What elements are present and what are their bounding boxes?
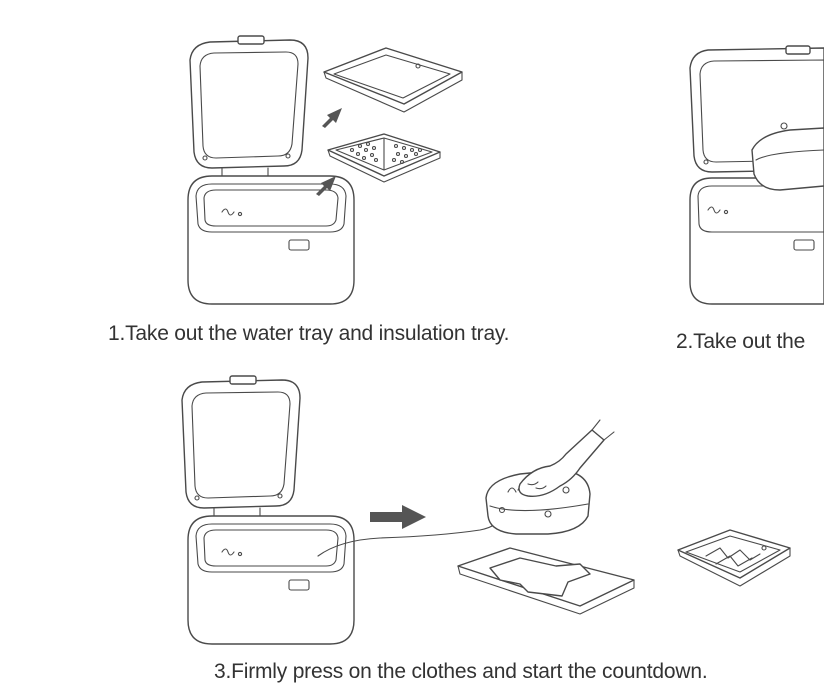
water-tray xyxy=(324,48,462,112)
step3-device-open xyxy=(182,376,354,644)
lift-arrow-upper xyxy=(322,108,342,128)
removed-tray xyxy=(678,530,790,586)
step1-device-open xyxy=(188,36,354,304)
move-arrow xyxy=(370,505,426,529)
step2-illustration xyxy=(690,46,824,304)
step1-illustration xyxy=(188,36,462,304)
step3-caption: 3.Firmly press on the clothes and start … xyxy=(214,660,707,684)
ironing-board-with-shirt xyxy=(458,548,634,614)
insulation-tray xyxy=(328,134,440,182)
step3-illustration xyxy=(182,376,790,644)
step1-caption: 1.Take out the water tray and insulation… xyxy=(108,322,509,346)
step2-caption: 2.Take out the xyxy=(676,330,805,354)
